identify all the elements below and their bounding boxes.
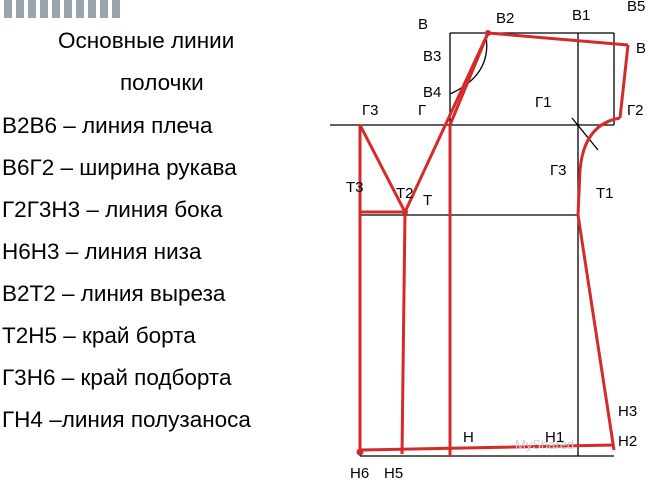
legend-item: Г3Н6 – край подборта xyxy=(2,365,232,390)
label-N6: Н6 xyxy=(350,465,369,482)
label-N5: Н5 xyxy=(384,465,403,482)
label-T: Т xyxy=(423,192,432,209)
label-B5: В5 xyxy=(627,0,645,15)
armhole-bisector xyxy=(571,117,599,151)
label-T1: Т1 xyxy=(596,185,614,202)
legend-item: В2В6 – линия плеча xyxy=(2,113,213,138)
side-line xyxy=(576,116,621,451)
label-B1: В1 xyxy=(572,7,590,24)
legend-item: ГН4 –линия полузаноса xyxy=(2,407,251,432)
label-N: Н xyxy=(463,429,474,446)
label-G: Г xyxy=(418,102,426,119)
label-B4: В4 xyxy=(423,84,441,101)
point-markers xyxy=(356,30,491,456)
header-decoration xyxy=(0,0,130,20)
point-marker-B2 xyxy=(485,30,491,36)
label-N3: Н3 xyxy=(618,403,637,420)
label-N1: Н1 xyxy=(545,429,564,446)
legend-item: Н6Н3 – линия низа xyxy=(2,239,202,264)
construction-lines xyxy=(330,32,615,457)
legend-item: Г2Г3Н3 – линия бока xyxy=(2,197,223,222)
label-T2: Т2 xyxy=(396,185,414,202)
neckline-curve xyxy=(449,35,488,95)
front-edge-line xyxy=(400,211,407,455)
label-T3: Т3 xyxy=(346,179,364,196)
legend-title-line-1: Основные линии xyxy=(58,28,235,53)
label-G1: Г1 xyxy=(535,94,551,111)
label-B6: В xyxy=(636,40,646,57)
label-N2: Н2 xyxy=(618,433,637,450)
label-G3-right: Г3 xyxy=(550,162,566,179)
watermark: MyShared xyxy=(515,437,575,452)
point-marker-N6 xyxy=(356,448,364,456)
legend-item: В2Т2 – линия выреза xyxy=(2,281,226,306)
point-marker-T2 xyxy=(402,209,408,215)
label-B: В xyxy=(418,16,428,33)
hem-line xyxy=(359,443,615,452)
legend-panel: Основные линии полочки В2В6 – линия плеч… xyxy=(2,28,251,432)
label-G2: Г2 xyxy=(627,102,643,119)
legend-item: Т2Н5 – край борта xyxy=(2,323,196,348)
label-B2: В2 xyxy=(496,10,514,27)
label-B3: В3 xyxy=(423,48,441,65)
label-G3-left: Г3 xyxy=(362,102,378,119)
legend-title-line-2: полочки xyxy=(120,70,204,95)
sleeve-width-line xyxy=(618,44,630,119)
shoulder-line xyxy=(487,31,629,47)
g-line-upper xyxy=(448,32,490,126)
pattern-lines xyxy=(358,31,630,456)
legend-item: В6Г2 – ширина рукава xyxy=(2,155,237,180)
